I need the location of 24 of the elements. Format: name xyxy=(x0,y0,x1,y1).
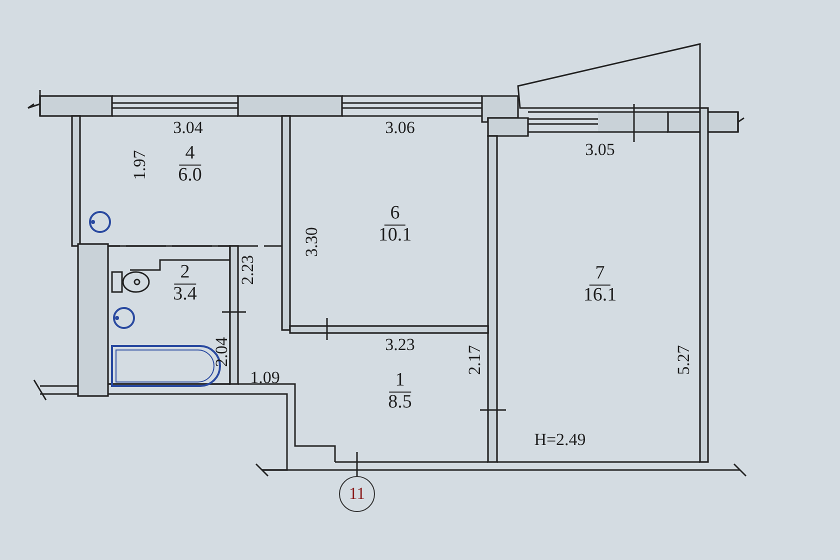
vertical-dimension-label: 3.30 xyxy=(302,227,322,257)
room-area-value: 16.1 xyxy=(583,286,617,306)
room-area-value: 3.4 xyxy=(173,284,197,306)
room-number: 2 xyxy=(174,262,196,284)
vertical-dimension-label: 1.97 xyxy=(130,150,150,180)
dimension-label: 3.05 xyxy=(585,140,615,160)
room-area-value: 10.1 xyxy=(378,226,412,246)
room-number: 7 xyxy=(589,264,611,286)
axis-marker xyxy=(339,476,375,512)
room-number: 4 xyxy=(179,144,201,166)
room-area-value: 8.5 xyxy=(388,392,412,414)
room-number: 1 xyxy=(389,370,411,392)
axis-number: 11 xyxy=(348,484,366,504)
vertical-dimension-label: 2.17 xyxy=(465,345,485,375)
dimension-label: H=2.49 xyxy=(534,430,586,450)
vertical-dimension-label: 5.27 xyxy=(674,345,694,375)
dimension-label: 3.06 xyxy=(385,118,415,138)
room-area-value: 6.0 xyxy=(178,166,202,186)
dimension-label: 1.09 xyxy=(250,368,280,388)
dimension-label: 3.23 xyxy=(385,335,415,355)
vertical-dimension-label: 2.04 xyxy=(212,337,232,367)
room-number: 6 xyxy=(384,204,406,226)
vertical-dimension-label: 2.23 xyxy=(238,255,258,285)
dimension-label: 3.04 xyxy=(173,118,203,138)
